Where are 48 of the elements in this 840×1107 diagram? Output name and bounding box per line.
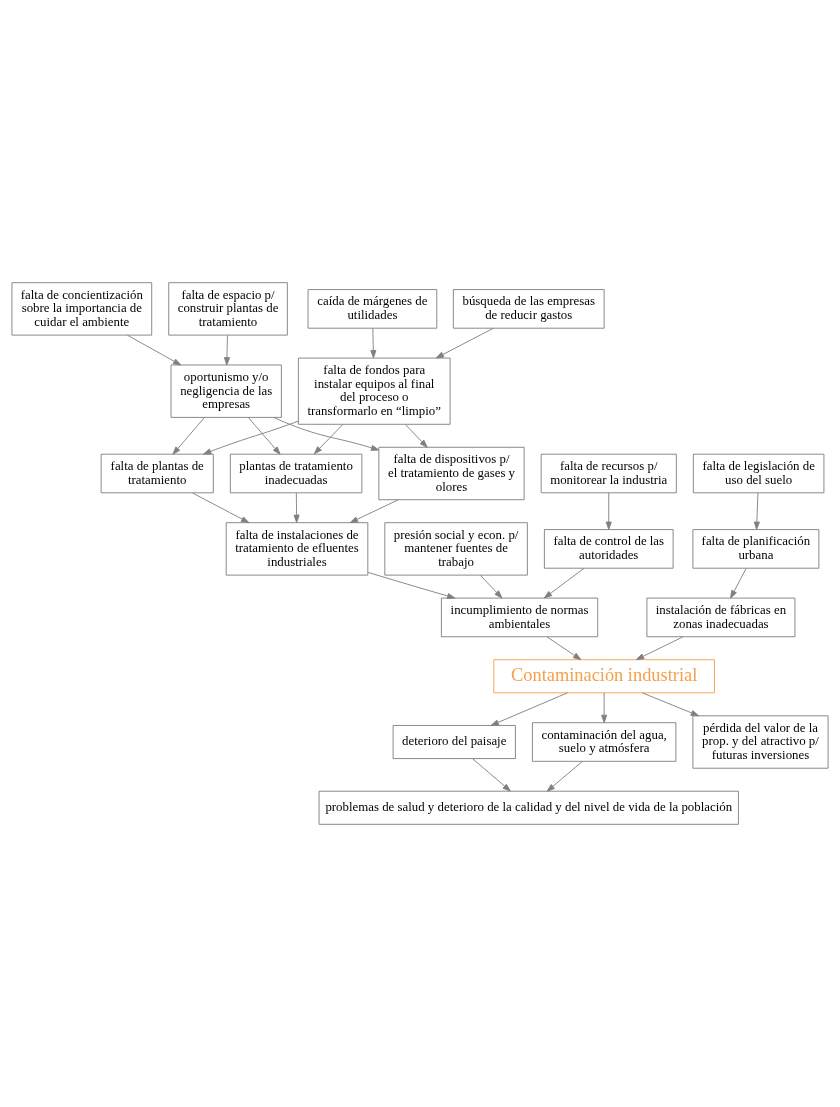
arrow <box>192 492 250 524</box>
arrow <box>435 327 494 359</box>
node-box: falta de control de las autoridades <box>543 529 674 569</box>
arrow <box>472 758 511 792</box>
node-box: incumplimiento de normas ambientales <box>440 597 599 638</box>
arrow <box>223 334 230 366</box>
arrow <box>546 636 582 661</box>
arrow <box>273 417 380 451</box>
node-box: búsqueda de las empresas de reducir gastos <box>452 289 605 329</box>
node-box: falta de recursos p/ monitorear la industria <box>540 453 677 494</box>
arrow <box>601 692 608 723</box>
node-box: presión social y econ. p/ mantener fuentes de trabajo <box>384 522 528 576</box>
node-box: pérdida del valor de la prop. y del atractivo p/ futuras inversiones <box>692 715 829 769</box>
arrow <box>203 420 299 455</box>
arrow <box>404 423 428 448</box>
arrow <box>370 328 377 359</box>
node-box: falta de espacio p/ construir plantas de tratamiento <box>168 282 288 336</box>
arrow <box>546 760 583 792</box>
arrow <box>605 492 612 530</box>
node-box: falta de planificación urbana <box>692 529 820 569</box>
node-box: falta de legislación de uso del suelo <box>692 453 825 494</box>
arrow <box>247 417 281 455</box>
node-box: falta de fondos para instalar equipos al final del proceso o transformarlo en “limpio” <box>297 357 451 425</box>
arrow <box>490 692 568 726</box>
arrow <box>635 636 684 661</box>
arrow <box>753 492 760 530</box>
arrow <box>543 567 585 599</box>
node-box: falta de instalaciones de tratamiento de efluentes industriales <box>225 522 369 576</box>
arrow <box>313 423 344 455</box>
arrow <box>293 492 300 523</box>
arrow <box>730 567 747 599</box>
node-box: Contaminación industrial <box>493 659 715 694</box>
node-box: falta de concientización sobre la importancia de cuidar el ambiente <box>11 282 153 336</box>
arrow <box>480 574 503 599</box>
node-box: falta de dispositivos p/ el tratamiento de gases y olores <box>378 446 525 501</box>
node-box: contaminación del agua, suelo y atmósfera <box>531 722 677 762</box>
node-box: oportunismo y/o negligencia de las empresas <box>170 364 282 418</box>
node-box: instalación de fábricas en zonas inadecuadas <box>646 597 796 638</box>
node-box: deterioro del paisaje <box>392 725 516 760</box>
node-box: problemas de salud y deterioro de la calidad y del nivel de vida de la población <box>318 790 739 825</box>
arrow <box>349 499 399 524</box>
arrow <box>172 417 205 455</box>
arrow <box>367 571 456 599</box>
arrow <box>127 334 182 366</box>
node-box: caída de márgenes de utilidades <box>307 289 438 329</box>
arrow <box>641 692 700 717</box>
node-box: falta de plantas de tratamiento <box>100 453 214 494</box>
node-box: plantas de tratamiento inadecuadas <box>229 453 363 494</box>
